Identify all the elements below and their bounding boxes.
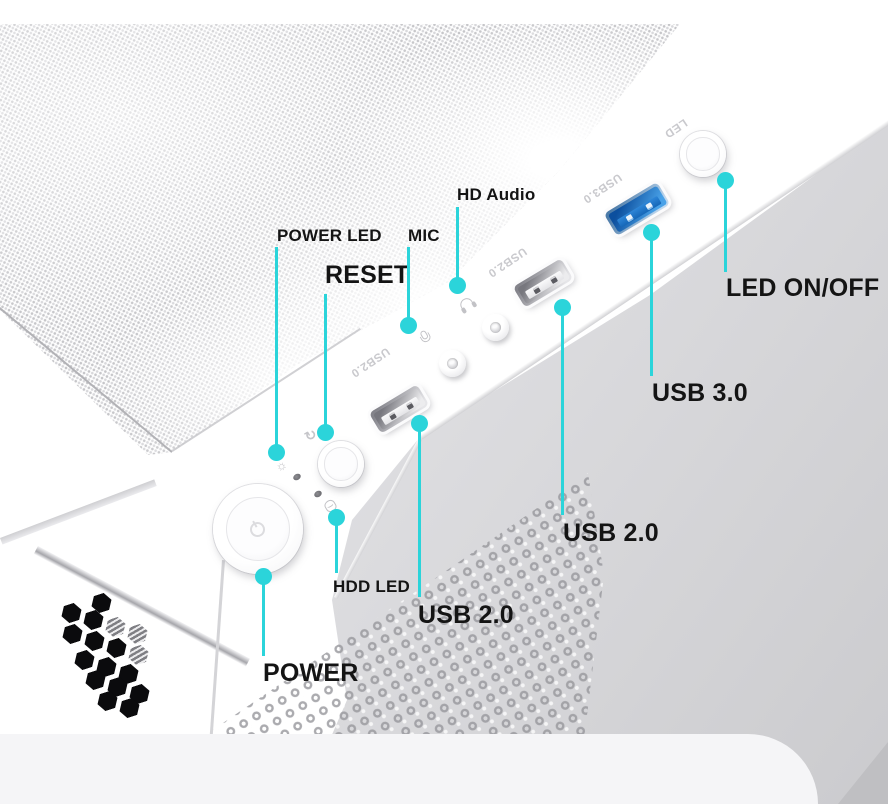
hex-vent-hole: [102, 615, 128, 639]
reset-button: [318, 441, 364, 487]
hex-vent-hole: [59, 622, 85, 646]
headphone-jack: [482, 314, 509, 341]
usb3-port: [603, 181, 671, 237]
hex-vent-hole: [71, 648, 97, 672]
leader-dot-led-on-off: [717, 172, 734, 189]
reset-button-inner: [324, 447, 358, 481]
side-panel-groove: [0, 479, 157, 545]
leader-dot-power-led: [268, 444, 285, 461]
hex-vent-hole: [125, 643, 151, 667]
label-reset: RESET: [325, 261, 410, 289]
led-button-marking: LED: [661, 116, 690, 140]
hex-vent-hole: [58, 601, 84, 625]
mic-icon: [416, 328, 436, 349]
label-hdd-led: HDD LED: [333, 577, 410, 596]
headphone-jack-hole: [490, 322, 501, 333]
led-button: [680, 131, 726, 177]
leader-line-reset: [324, 294, 327, 432]
label-power: POWER: [263, 659, 359, 687]
headphone-icon: [457, 294, 478, 315]
label-hd-audio: HD Audio: [457, 185, 536, 204]
usb2-top-cavity: [516, 261, 570, 305]
label-power-led: POWER LED: [277, 226, 382, 245]
led-button-inner: [686, 137, 720, 171]
hex-vent-hole: [81, 629, 107, 653]
leader-line-usb2-front: [418, 425, 421, 597]
label-usb2-top: USB 2.0: [563, 519, 659, 547]
hdd-led-hole: [313, 489, 323, 499]
usb3-port-marking: USB3.0: [580, 170, 624, 206]
mic-jack: [439, 350, 466, 377]
leader-line-usb2-top: [561, 309, 564, 515]
leader-dot-hdd-led: [328, 509, 345, 526]
usb2-front-marking: USB2.0: [348, 344, 392, 380]
leader-dot-usb2-top: [554, 299, 571, 316]
label-led-on-off: LED ON/OFF: [726, 274, 880, 302]
leader-dot-usb3: [643, 224, 660, 241]
leader-dot-hd-audio: [449, 277, 466, 294]
mic-jack-hole: [447, 358, 458, 369]
usb3-cavity: [607, 185, 667, 233]
hex-vent-hole: [124, 622, 150, 646]
leader-line-power-led: [275, 247, 278, 452]
hex-vent-hole: [103, 636, 129, 660]
label-mic: MIC: [408, 226, 440, 245]
power-button: [213, 484, 303, 574]
bottom-card: [0, 734, 818, 804]
leader-line-led-on-off: [724, 182, 727, 272]
power-button-inner: [225, 496, 291, 562]
leader-line-power: [262, 578, 265, 656]
leader-dot-mic: [400, 317, 417, 334]
leader-dot-reset: [317, 424, 334, 441]
label-usb2-front: USB 2.0: [418, 601, 514, 629]
power-led-hole: [292, 472, 302, 482]
leader-line-hd-audio: [456, 207, 459, 285]
leader-dot-usb2-front: [411, 415, 428, 432]
leader-line-hdd-led: [335, 519, 338, 573]
leader-line-mic: [407, 247, 410, 325]
usb2-top-marking: USB2.0: [485, 244, 529, 280]
label-usb3: USB 3.0: [652, 379, 748, 407]
leader-line-usb3: [650, 234, 653, 376]
leader-dot-power: [255, 568, 272, 585]
